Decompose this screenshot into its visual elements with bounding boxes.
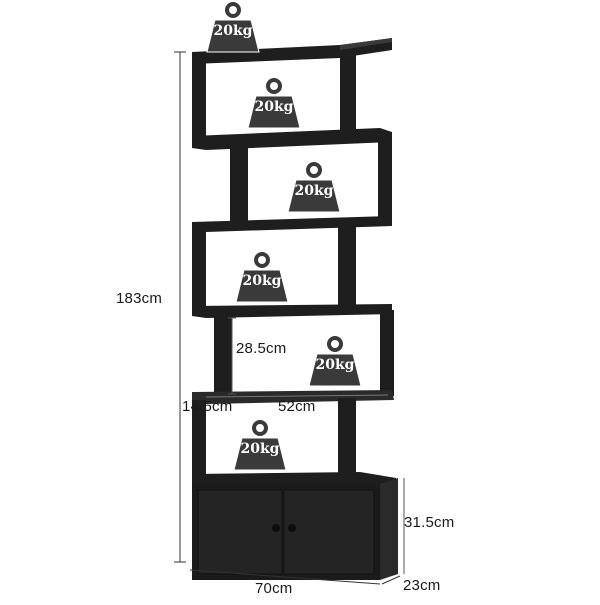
weight-label: 20kg <box>254 99 294 115</box>
weight-icon-2: 20kg <box>244 76 304 132</box>
shelf-depth-small-label: 14.5cm <box>182 398 233 415</box>
shelf-gap-dimension-line <box>228 317 236 395</box>
depth-total-label: 23cm <box>403 577 441 594</box>
width-dimension-line <box>189 569 381 585</box>
weight-label: 20kg <box>213 23 253 39</box>
weight-icon-6: 20kg <box>230 418 290 474</box>
cabinet-door-right <box>283 489 375 575</box>
bottom-cabinet <box>192 478 398 580</box>
weight-icon-4: 20kg <box>232 250 292 306</box>
height-total-label: 183cm <box>116 290 163 307</box>
door-knob-right <box>288 524 296 532</box>
cabinet-height-label: 31.5cm <box>404 514 455 531</box>
weight-icon-5: 20kg <box>305 334 365 390</box>
cabinet-door-left <box>197 489 283 575</box>
height-dimension-line <box>174 51 186 563</box>
depth-dimension-line <box>381 575 401 585</box>
weight-label: 20kg <box>240 441 280 457</box>
shelf-gap-label: 28.5cm <box>236 340 287 357</box>
weight-label: 20kg <box>242 273 282 289</box>
width-total-label: 70cm <box>255 580 293 597</box>
shelf-width-label: 52cm <box>278 398 316 415</box>
weight-icon-3: 20kg <box>284 160 344 216</box>
door-knob-left <box>272 524 280 532</box>
shelf-frame <box>192 38 396 490</box>
weight-label: 20kg <box>315 357 355 373</box>
weight-label: 20kg <box>294 183 334 199</box>
shelf-width-dimension-line <box>205 394 389 398</box>
weight-icon-1: 20kg <box>203 0 263 56</box>
